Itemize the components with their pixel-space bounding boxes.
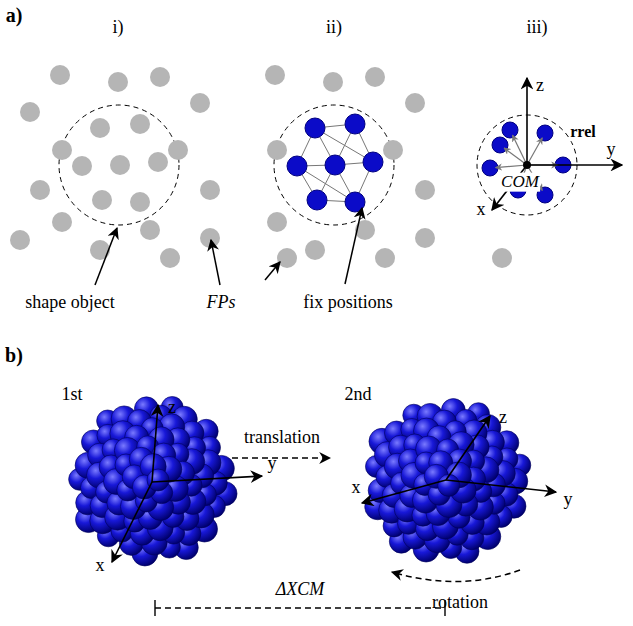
subpanel-label: iii) xyxy=(526,18,549,38)
translation-arrow xyxy=(232,457,330,459)
particle xyxy=(492,248,512,268)
particle xyxy=(110,155,130,175)
particle xyxy=(405,93,425,113)
particle xyxy=(130,114,150,134)
point-label: COM xyxy=(500,173,540,192)
relative-vector xyxy=(504,148,527,165)
leader-arrow xyxy=(345,208,362,284)
annotation: FPs xyxy=(206,293,237,313)
fixed-particles xyxy=(265,65,512,268)
particle xyxy=(267,212,287,232)
axes xyxy=(112,405,262,562)
com-dot xyxy=(523,161,531,169)
vector-label: rrel xyxy=(569,123,596,141)
particle xyxy=(148,152,168,172)
fixed-particle xyxy=(287,156,307,176)
particle xyxy=(90,240,110,260)
relative-vector xyxy=(496,165,527,168)
particle xyxy=(160,248,180,268)
fixed-particle xyxy=(492,137,508,153)
dimension-label: ΔXCM xyxy=(275,580,326,600)
axis-label: z xyxy=(535,76,545,96)
rotation-arrow xyxy=(392,570,520,582)
axis xyxy=(526,78,528,165)
motion-label: rotation xyxy=(431,593,489,613)
stage-label: 2nd xyxy=(344,385,373,405)
particle xyxy=(150,67,170,87)
fixed-particle xyxy=(305,118,325,138)
particle xyxy=(277,248,297,268)
axis-label: z xyxy=(498,408,508,428)
particle xyxy=(267,140,287,160)
particle xyxy=(200,180,220,200)
particle xyxy=(90,118,110,138)
particle xyxy=(200,228,220,248)
relative-vectors xyxy=(482,78,622,210)
relative-vector xyxy=(513,135,527,165)
free-particles xyxy=(10,65,297,268)
fixed-particle xyxy=(363,152,383,172)
shape-outline xyxy=(59,105,179,225)
panel-label: a) xyxy=(5,4,24,26)
axis-label: x xyxy=(351,478,362,498)
subpanel-label: i) xyxy=(112,18,125,38)
axis-label: z xyxy=(167,398,177,418)
particle xyxy=(50,65,70,85)
particle xyxy=(168,140,188,160)
dimension-line xyxy=(155,600,445,616)
sphere xyxy=(438,474,460,496)
fixed-particle xyxy=(307,190,327,210)
leader-arrow xyxy=(95,228,117,285)
particle xyxy=(140,220,160,240)
fixed-particle xyxy=(325,155,345,175)
particle xyxy=(415,180,435,200)
leader-arrow xyxy=(265,262,280,280)
particle xyxy=(383,140,403,160)
particle xyxy=(10,230,30,250)
shape-outline xyxy=(274,105,394,225)
axis-label: x xyxy=(476,200,487,220)
stage-label: 1st xyxy=(60,385,83,405)
annotation: fix positions xyxy=(302,293,394,313)
particle xyxy=(72,156,92,176)
relative-vector xyxy=(527,138,542,165)
particle xyxy=(52,140,72,160)
particle xyxy=(190,93,210,113)
annotation: shape object xyxy=(24,293,115,313)
axis-label: y xyxy=(267,454,278,474)
subpanel-label: ii) xyxy=(325,18,343,38)
panel-label: b) xyxy=(4,344,24,366)
particle xyxy=(92,190,112,210)
fixed-particle xyxy=(502,122,518,138)
particle xyxy=(365,67,385,87)
axis xyxy=(527,164,622,166)
particle xyxy=(20,102,40,122)
particle xyxy=(323,72,343,92)
particle xyxy=(130,192,150,212)
leader-arrow xyxy=(211,240,220,285)
axes xyxy=(362,416,556,503)
particle xyxy=(265,65,285,85)
axis-label: x xyxy=(95,556,106,576)
particle xyxy=(375,248,395,268)
particle xyxy=(108,72,128,92)
particle xyxy=(30,180,50,200)
axis-label: y xyxy=(563,490,574,510)
particle xyxy=(305,240,325,260)
fixed-particle xyxy=(537,125,553,141)
fixed-particle xyxy=(345,114,365,134)
axis-label: y xyxy=(606,140,617,160)
particle xyxy=(52,212,72,232)
sphere xyxy=(147,469,169,491)
particle xyxy=(415,228,435,248)
motion-label: translation xyxy=(243,428,321,448)
